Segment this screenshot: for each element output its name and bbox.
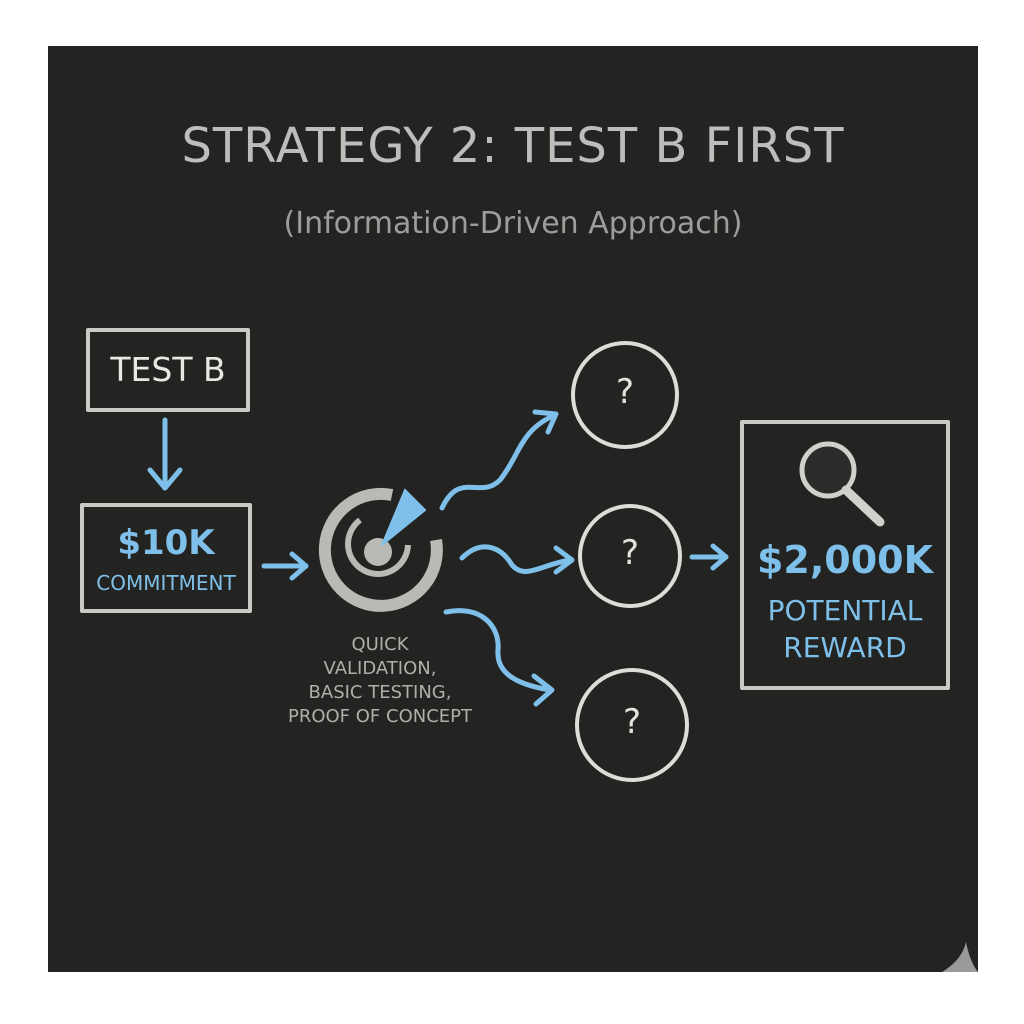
reward-box: $2,000K POTENTIAL REWARD [740,420,950,690]
reward-line1: POTENTIAL [767,594,923,627]
squiggle-arrow-up-icon [439,409,559,511]
outcome-circle [578,504,682,608]
magnifier-icon [799,441,885,527]
commitment-amount: $10K [117,523,215,563]
squiggle-arrow-mid-icon [459,544,575,575]
outcome-question-2: ? [620,533,640,573]
chalkboard [48,46,978,972]
reward-line2: REWARD [783,631,907,664]
validation-caption-line: PROOF OF CONCEPT [287,706,472,727]
outcome-circle [575,668,689,782]
right-arrow-icon [261,551,309,581]
outcome-question-3: ? [622,702,642,742]
right-arrow-to-reward-icon [689,543,729,571]
test-b-label: TEST B [110,350,226,389]
outcome-circle [571,341,679,449]
down-arrow-icon [147,417,183,491]
commitment-label: COMMITMENT [96,571,236,595]
diagram-title: STRATEGY 2: TEST B FIRST [181,118,845,174]
diagram-subtitle: (Information-Driven Approach) [283,206,743,241]
validation-caption-line: BASIC TESTING, [308,682,452,703]
validation-caption-line: VALIDATION, [323,658,437,679]
page-curl-icon [942,942,978,972]
validation-caption-line: QUICK [351,634,409,655]
outcome-question-1: ? [615,372,635,412]
target-icon [318,487,443,612]
commitment-box: $10K COMMITMENT [80,503,252,613]
reward-amount: $2,000K [756,538,934,582]
squiggle-arrow-down-icon [443,608,555,707]
test-b-box: TEST B [86,328,250,412]
